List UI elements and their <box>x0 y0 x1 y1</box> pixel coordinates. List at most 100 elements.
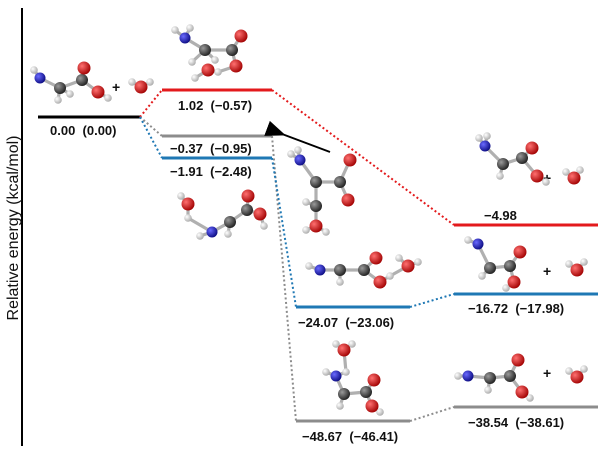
atom-hydrogen <box>177 192 185 200</box>
atom-hydrogen <box>302 226 310 234</box>
atom-hydrogen <box>496 172 504 180</box>
atom-hydrogen <box>66 90 74 98</box>
atom-hydrogen <box>526 394 534 402</box>
connector-gray-1 <box>139 116 163 137</box>
molecule-product-gray-water <box>565 365 588 384</box>
atom-oxygen <box>401 259 415 273</box>
atom-oxygen <box>234 29 248 43</box>
connector-gray-3 <box>409 406 455 422</box>
atom-carbon <box>484 372 496 384</box>
atom-nitrogen <box>479 140 491 152</box>
atom-carbon <box>504 370 516 382</box>
molecule-reactant-water <box>128 78 154 94</box>
atom-carbon <box>226 44 238 56</box>
atom-oxygen <box>181 197 195 211</box>
atom-oxygen <box>525 141 539 155</box>
atom-hydrogen <box>395 254 403 262</box>
atom-hydrogen <box>305 262 313 270</box>
atom-oxygen <box>507 275 521 289</box>
molecule-product-red-ccooh <box>475 132 550 186</box>
plus-sign-product-gray: + <box>543 365 551 381</box>
molecule-product-gray-glycine <box>454 353 534 402</box>
atom-hydrogen <box>562 168 570 176</box>
atom-hydrogen <box>484 386 492 394</box>
atom-nitrogen <box>472 238 484 250</box>
atom-hydrogen <box>211 56 219 64</box>
atom-hydrogen <box>502 284 510 292</box>
atom-hydrogen <box>188 58 196 66</box>
connector-blue-1 <box>139 116 163 159</box>
atom-hydrogen <box>322 228 330 236</box>
atom-oxygen <box>229 59 243 73</box>
atom-hydrogen <box>104 94 112 102</box>
atom-carbon <box>224 216 236 228</box>
atom-carbon <box>358 264 370 276</box>
atom-hydrogen <box>414 258 422 266</box>
atom-hydrogen <box>342 368 350 376</box>
plus-sign-product-blue: + <box>543 263 551 279</box>
atom-hydrogen <box>294 146 302 154</box>
atom-carbon <box>338 388 350 400</box>
arrow-to-gray-ts <box>264 120 331 153</box>
molecule-ts-red <box>171 24 248 82</box>
atom-oxygen <box>567 171 581 185</box>
atom-oxygen <box>365 399 379 413</box>
atom-carbon <box>241 204 253 216</box>
atom-hydrogen <box>464 236 472 244</box>
atom-oxygen <box>201 63 215 77</box>
atom-hydrogen <box>483 132 491 140</box>
atom-carbon <box>497 158 509 170</box>
molecule-intermediate-blue-adduct <box>305 251 422 289</box>
atom-hydrogen <box>184 214 192 222</box>
plus-sign-product-red: + <box>543 170 551 186</box>
atom-oxygen <box>343 153 357 167</box>
label-product-gray: −38.54 (−38.61) <box>468 415 564 430</box>
label-ts-red: 1.02 (−0.57) <box>178 98 252 113</box>
atom-oxygen <box>515 385 529 399</box>
connector-blue-3 <box>409 293 455 308</box>
label-product-red: −4.98 <box>484 208 517 223</box>
atom-oxygen <box>91 85 105 99</box>
atom-nitrogen <box>294 154 306 166</box>
atom-hydrogen <box>336 278 344 286</box>
atom-hydrogen <box>191 74 199 82</box>
label-product-blue: −16.72 (−17.98) <box>468 301 564 316</box>
connectors <box>139 89 455 422</box>
atom-oxygen <box>369 251 383 265</box>
atom-hydrogen <box>214 68 222 76</box>
atom-nitrogen <box>179 32 191 44</box>
atom-hydrogen <box>224 230 232 238</box>
atom-hydrogen <box>287 150 295 158</box>
atom-hydrogen <box>565 260 573 268</box>
atom-hydrogen <box>302 198 310 206</box>
atom-oxygen <box>513 245 527 259</box>
atom-hydrogen <box>30 66 38 74</box>
atom-carbon <box>484 262 496 274</box>
label-intermediate-gray: −48.67 (−46.41) <box>302 429 398 444</box>
atom-hydrogen <box>580 258 588 266</box>
label-reactant: 0.00 (0.00) <box>50 123 117 138</box>
atom-oxygen <box>570 263 584 277</box>
atom-carbon <box>310 200 322 212</box>
atom-nitrogen <box>330 370 342 382</box>
atom-oxygen <box>570 370 584 384</box>
atom-hydrogen <box>580 365 588 373</box>
atom-nitrogen <box>206 226 218 238</box>
atom-oxygen <box>341 193 355 207</box>
atom-carbon <box>54 82 66 94</box>
atom-hydrogen <box>54 96 62 104</box>
atom-carbon <box>310 176 322 188</box>
molecule-ts-gray <box>287 146 357 236</box>
atom-hydrogen <box>376 408 384 416</box>
atom-hydrogen <box>128 78 136 86</box>
molecule-models <box>30 24 588 416</box>
atom-hydrogen <box>565 367 573 375</box>
atom-hydrogen <box>348 340 356 348</box>
atom-oxygen <box>530 169 544 183</box>
atom-nitrogen <box>314 264 326 276</box>
atom-carbon <box>334 176 346 188</box>
atom-carbon <box>516 152 528 164</box>
connector-red-1 <box>139 89 163 118</box>
molecule-ts-blue <box>177 189 268 240</box>
